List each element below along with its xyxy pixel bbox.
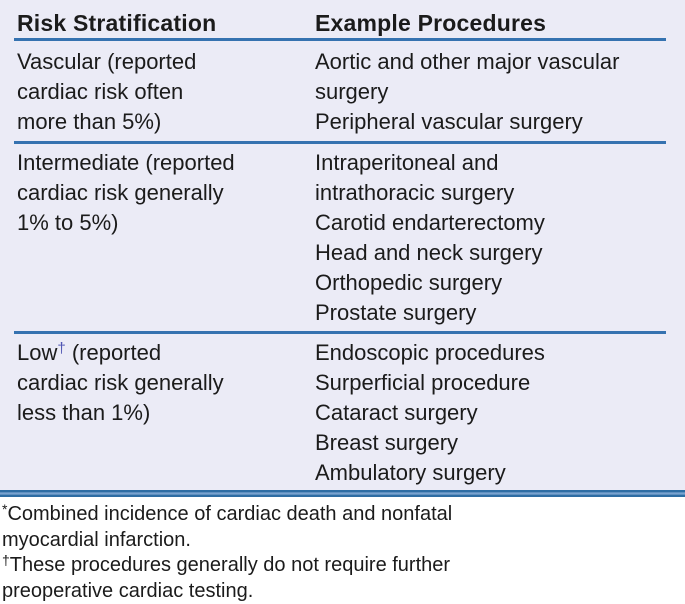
risk-cell-vascular: Vascular (reported cardiac risk often mo… <box>17 47 315 137</box>
table-header-row: Risk Stratification Example Procedures <box>0 0 685 38</box>
cell-line: Surperficial procedure <box>315 370 531 395</box>
footnote-text: These procedures generally do not requir… <box>9 554 451 576</box>
cell-line: Low† (reported <box>17 338 315 368</box>
procedures-cell-vascular: Aortic and other major vascular surgery … <box>315 47 685 137</box>
footnote-dagger-line-2: preoperative cardiac testing. <box>2 579 254 602</box>
cell-line: Endoscopic procedures <box>315 340 545 365</box>
asterisk-footnote-marker: * <box>2 501 8 517</box>
footnotes-section: *Combined incidence of cardiac death and… <box>0 497 685 604</box>
risk-stratification-table: Risk Stratification Example Procedures V… <box>0 0 685 497</box>
risk-cell-intermediate: Intermediate (reported cardiac risk gene… <box>17 148 315 328</box>
table-row-vascular: Vascular (reported cardiac risk often mo… <box>0 41 685 141</box>
cell-line: Breast surgery <box>315 430 459 455</box>
footnote-asterisk-line-2: myocardial infarction. <box>2 528 191 551</box>
cell-line: Head and neck surgery <box>315 240 543 265</box>
cell-line: cardiac risk generally <box>17 180 224 205</box>
procedures-cell-intermediate: Intraperitoneal and intrathoracic surger… <box>315 148 685 328</box>
table-row-intermediate: Intermediate (reported cardiac risk gene… <box>0 144 685 331</box>
cell-line: less than 1%) <box>17 400 151 425</box>
dagger-footnote-marker: † <box>2 552 10 568</box>
table-bottom-border <box>0 490 685 497</box>
cell-line: more than 5%) <box>17 109 162 134</box>
footnote-dagger-line-1: †These procedures generally do not requi… <box>2 553 679 579</box>
column-header-risk-stratification: Risk Stratification <box>17 10 217 36</box>
row-rule <box>14 331 666 334</box>
risk-label-low: Low <box>17 340 58 365</box>
footnote-asterisk-line-1: *Combined incidence of cardiac death and… <box>2 502 679 528</box>
procedures-cell-low: Endoscopic procedures Surperficial proce… <box>315 338 685 488</box>
cell-line: intrathoracic surgery <box>315 180 515 205</box>
dagger-footnote-marker: † <box>57 340 66 357</box>
column-header-example-procedures: Example Procedures <box>315 10 547 36</box>
table-row-low: Low† (reported cardiac risk generally le… <box>0 334 685 490</box>
cell-line: Cataract surgery <box>315 400 478 425</box>
cell-line: Intraperitoneal and <box>315 150 499 175</box>
cell-line: 1% to 5%) <box>17 210 119 235</box>
cell-line: Prostate surgery <box>315 300 477 325</box>
cell-line: Carotid endarterectomy <box>315 210 545 235</box>
cell-line: surgery <box>315 79 389 104</box>
cell-line: cardiac risk generally <box>17 370 224 395</box>
cell-line: Aortic and other major vascular <box>315 49 620 74</box>
cell-line: cardiac risk often <box>17 79 184 104</box>
cell-line: Ambulatory surgery <box>315 460 506 485</box>
cell-line: Vascular (reported <box>17 49 197 74</box>
risk-label-low-rest: (reported <box>65 340 162 365</box>
cell-line: Peripheral vascular surgery <box>315 109 583 134</box>
cell-line: Orthopedic surgery <box>315 270 503 295</box>
risk-cell-low: Low† (reported cardiac risk generally le… <box>17 338 315 488</box>
footnote-text: Combined incidence of cardiac death and … <box>7 503 453 525</box>
row-rule <box>14 141 666 144</box>
cell-line: Intermediate (reported <box>17 150 235 175</box>
header-rule <box>14 38 666 41</box>
